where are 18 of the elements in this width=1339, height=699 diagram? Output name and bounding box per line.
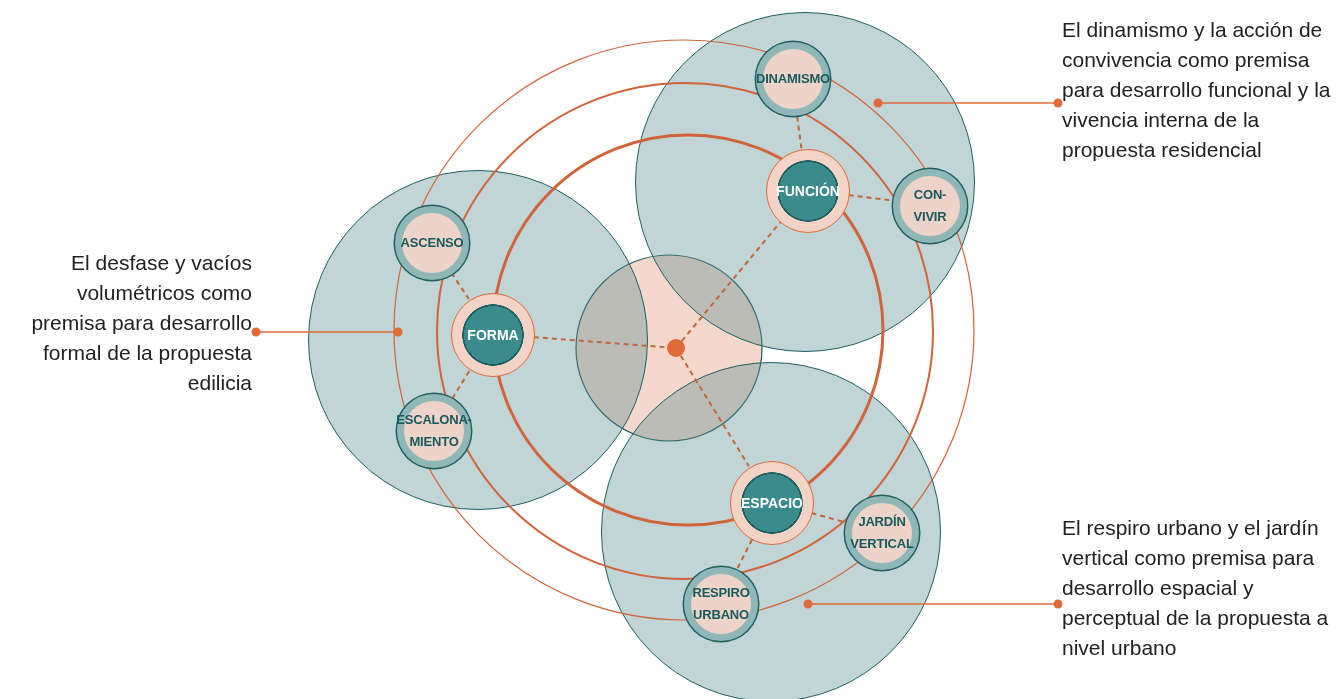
core-concept-circle: ESPACIO bbox=[730, 461, 814, 545]
concept-circle: DINAMISMO bbox=[756, 42, 830, 116]
dashed-connector bbox=[679, 354, 750, 468]
description-text: El desfase y vacíos volumétricos como premisa para desarrollo formal de la propuesta edilicia bbox=[12, 248, 252, 398]
core-concept-circle: FUNCIÓN bbox=[766, 149, 850, 233]
leader-line bbox=[251, 327, 403, 337]
dashed-connector bbox=[680, 221, 782, 343]
concept-circle: JARDÍN VERTICAL bbox=[845, 496, 919, 570]
description-text: El dinamismo y la acción de convivencia como premisa para desarrollo funcional y la vivencia interna de la propuesta residencial bbox=[1062, 15, 1338, 165]
concept-circle: CON-VIVIR bbox=[893, 169, 967, 243]
dashed-connector bbox=[451, 368, 471, 400]
leader-line bbox=[803, 599, 1063, 609]
core-concept-circle: FORMA bbox=[451, 293, 535, 377]
leader-line bbox=[873, 98, 1063, 108]
concept-circle: RESPIRO URBANO bbox=[684, 567, 758, 641]
concept-circle: ASCENSO bbox=[395, 206, 469, 280]
description-text: El respiro urbano y el jardín vertical como premisa para desarrollo espacial y perceptual de la propuesta a nivel urbano bbox=[1062, 513, 1338, 663]
dashed-connector bbox=[735, 538, 754, 571]
